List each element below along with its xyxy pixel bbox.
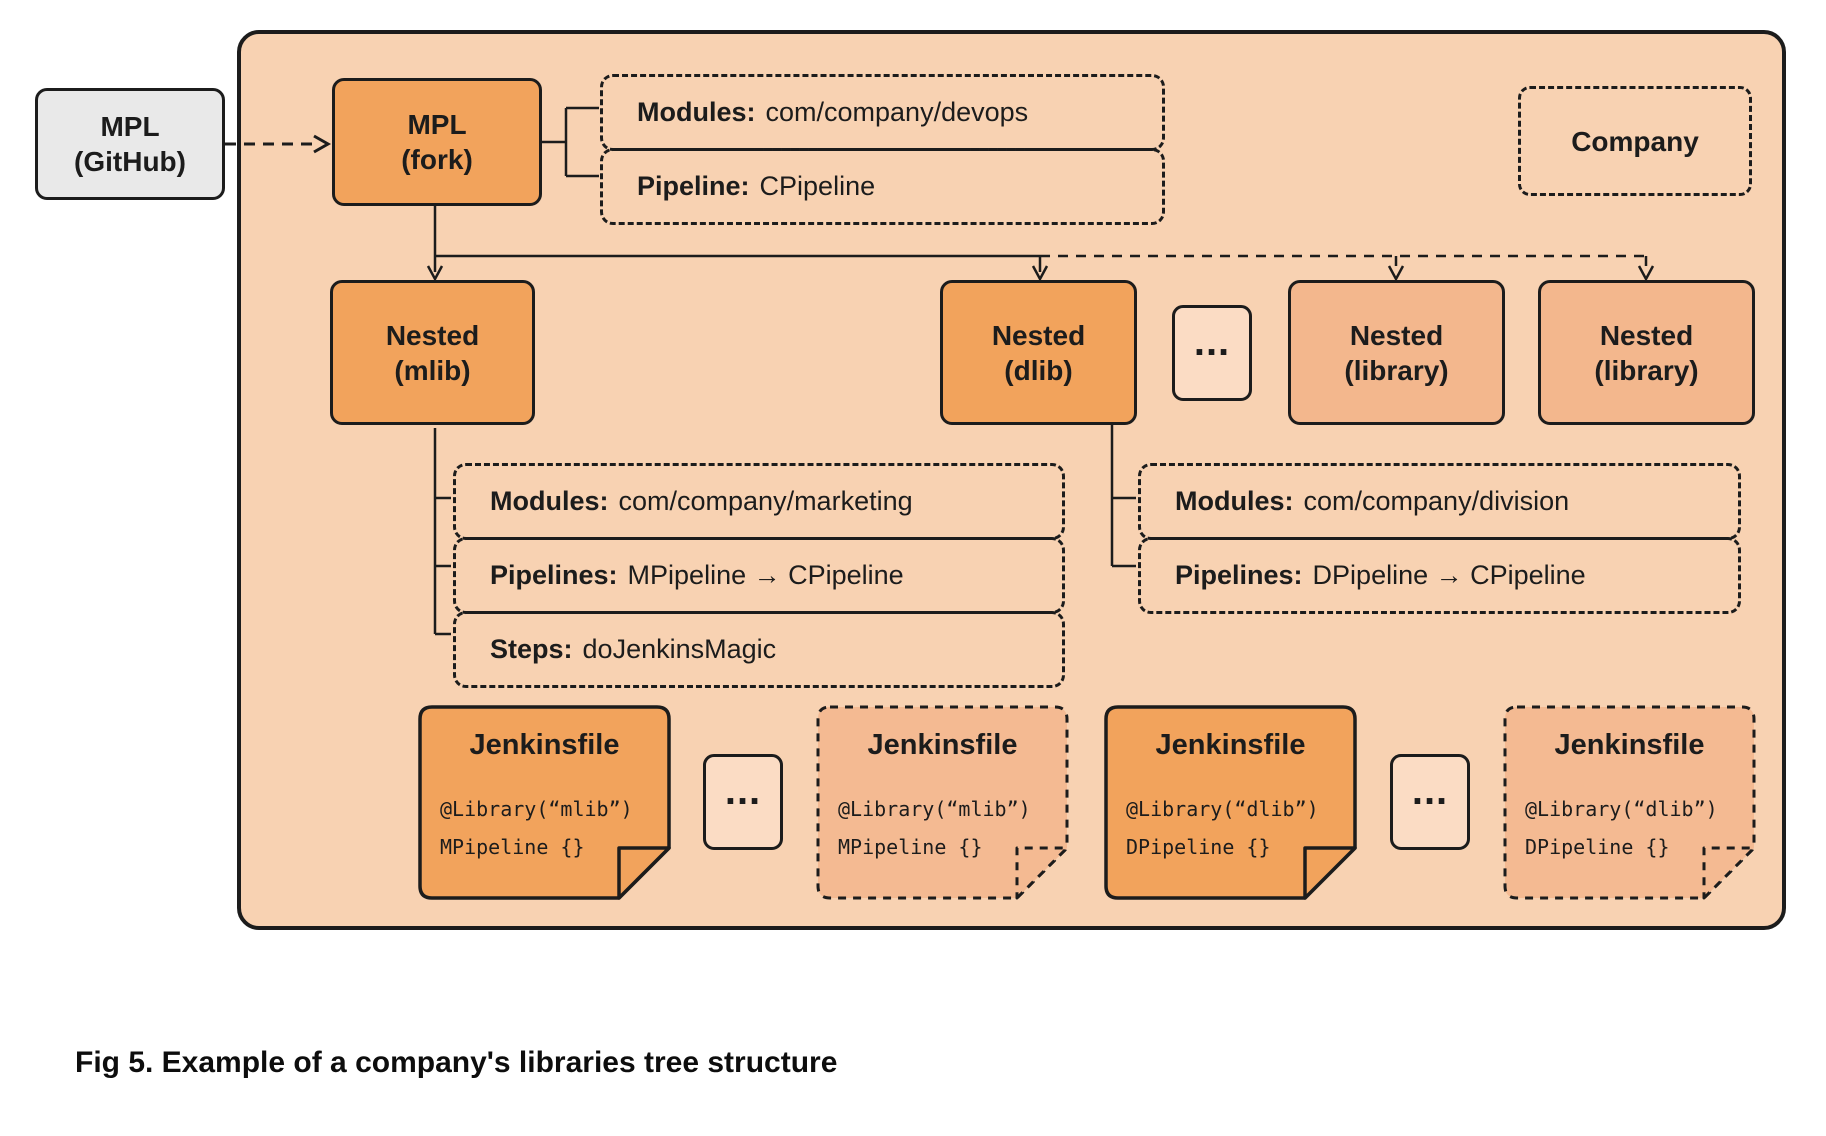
nested-mlib-line1: Nested	[385, 319, 480, 351]
nested-mlib-box: Nested (mlib)	[330, 280, 535, 425]
mpl-fork-line2: (fork)	[401, 144, 473, 175]
mlib-modules-label: Modules:	[490, 486, 609, 516]
jenkinsfile-dlib-card: Jenkinsfile @Library(“dlib”) DPipeline {…	[1104, 705, 1357, 900]
fork-details-group: Modules: com/company/devops Pipeline: CP…	[600, 74, 1165, 225]
row2-ellipsis-box: ...	[1172, 305, 1252, 401]
fork-modules-label: Modules:	[637, 97, 756, 127]
jenkinsfile-code-line: MPipeline {}	[838, 835, 983, 859]
jenkins-left-ellipsis-box: ...	[703, 754, 783, 850]
company-label: Company	[1571, 125, 1699, 157]
jenkinsfile-code-line: MPipeline {}	[440, 835, 585, 859]
nested-library1-line2: (library)	[1344, 354, 1449, 386]
mpl-github-box: MPL (GitHub)	[35, 88, 225, 200]
row2-ellipsis: ...	[1193, 319, 1231, 364]
mlib-steps-label: Steps:	[490, 634, 573, 664]
document-folded-corner-icon	[1104, 705, 1357, 900]
jenkins-right-ellipsis-box: ...	[1390, 754, 1470, 850]
jenkinsfile-mlib-card: Jenkinsfile @Library(“mlib”) MPipeline {…	[418, 705, 671, 900]
dlib-pipelines-value: DPipeline → CPipeline	[1312, 560, 1586, 590]
fork-modules-row: Modules: com/company/devops	[600, 74, 1165, 151]
nested-library2-box: Nested (library)	[1538, 280, 1755, 425]
company-label-box: Company	[1518, 86, 1752, 196]
dlib-modules-label: Modules:	[1175, 486, 1294, 516]
jenkinsfile-code-line: @Library(“mlib”)	[838, 797, 1031, 821]
mpl-github-line1: MPL	[100, 111, 160, 142]
nested-mlib-line2: (mlib)	[394, 354, 471, 386]
jenkinsfile-code-line: DPipeline {}	[1126, 835, 1271, 859]
jenkinsfile-code-line: @Library(“dlib”)	[1126, 797, 1319, 821]
mpl-fork-box: MPL (fork)	[332, 78, 542, 206]
jenkins-left-ellipsis: ...	[724, 768, 762, 813]
mlib-details-group: Modules: com/company/marketing Pipelines…	[453, 463, 1065, 688]
jenkinsfile-title: Jenkinsfile	[1155, 729, 1306, 761]
document-folded-corner-icon	[1503, 705, 1756, 900]
dlib-modules-row: Modules: com/company/division	[1138, 463, 1741, 540]
fork-pipeline-row: Pipeline: CPipeline	[600, 148, 1165, 225]
document-folded-corner-icon	[816, 705, 1069, 900]
mlib-pipelines-row: Pipelines: MPipeline → CPipeline	[453, 537, 1065, 614]
nested-library2-line2: (library)	[1594, 354, 1699, 386]
mlib-pipelines-label: Pipelines:	[490, 560, 618, 590]
fork-modules-value: com/company/devops	[765, 97, 1029, 127]
nested-library1-box: Nested (library)	[1288, 280, 1505, 425]
dlib-pipelines-row: Pipelines: DPipeline → CPipeline	[1138, 537, 1741, 614]
mlib-modules-value: com/company/marketing	[618, 486, 913, 516]
nested-dlib-box: Nested (dlib)	[940, 280, 1137, 425]
jenkinsfile-code-line: DPipeline {}	[1525, 835, 1670, 859]
nested-library2-line1: Nested	[1599, 319, 1694, 351]
mlib-steps-value: doJenkinsMagic	[582, 634, 777, 664]
jenkinsfile-title: Jenkinsfile	[1554, 729, 1705, 761]
jenkinsfile-title: Jenkinsfile	[867, 729, 1018, 761]
fork-pipeline-label: Pipeline:	[637, 171, 750, 201]
dlib-modules-value: com/company/division	[1303, 486, 1570, 516]
mlib-steps-row: Steps: doJenkinsMagic	[453, 611, 1065, 688]
nested-library1-line1: Nested	[1349, 319, 1444, 351]
figure-caption: Fig 5. Example of a company's libraries …	[75, 1046, 838, 1079]
document-folded-corner-icon	[418, 705, 671, 900]
dlib-details-group: Modules: com/company/division Pipelines:…	[1138, 463, 1741, 614]
jenkinsfile-title: Jenkinsfile	[469, 729, 620, 761]
nested-dlib-line1: Nested	[991, 319, 1086, 351]
mlib-pipelines-value: MPipeline → CPipeline	[627, 560, 904, 590]
jenkins-right-ellipsis: ...	[1411, 768, 1449, 813]
jenkinsfile-dlib-dashed-card: Jenkinsfile @Library(“dlib”) DPipeline {…	[1503, 705, 1756, 900]
mpl-fork-line1: MPL	[407, 109, 467, 140]
mlib-modules-row: Modules: com/company/marketing	[453, 463, 1065, 540]
fork-pipeline-value: CPipeline	[759, 171, 876, 201]
jenkinsfile-mlib-dashed-card: Jenkinsfile @Library(“mlib”) MPipeline {…	[816, 705, 1069, 900]
jenkinsfile-code-line: @Library(“mlib”)	[440, 797, 633, 821]
jenkinsfile-code-line: @Library(“dlib”)	[1525, 797, 1718, 821]
dlib-pipelines-label: Pipelines:	[1175, 560, 1303, 590]
mpl-github-line2: (GitHub)	[74, 146, 186, 177]
nested-dlib-line2: (dlib)	[1004, 354, 1073, 386]
